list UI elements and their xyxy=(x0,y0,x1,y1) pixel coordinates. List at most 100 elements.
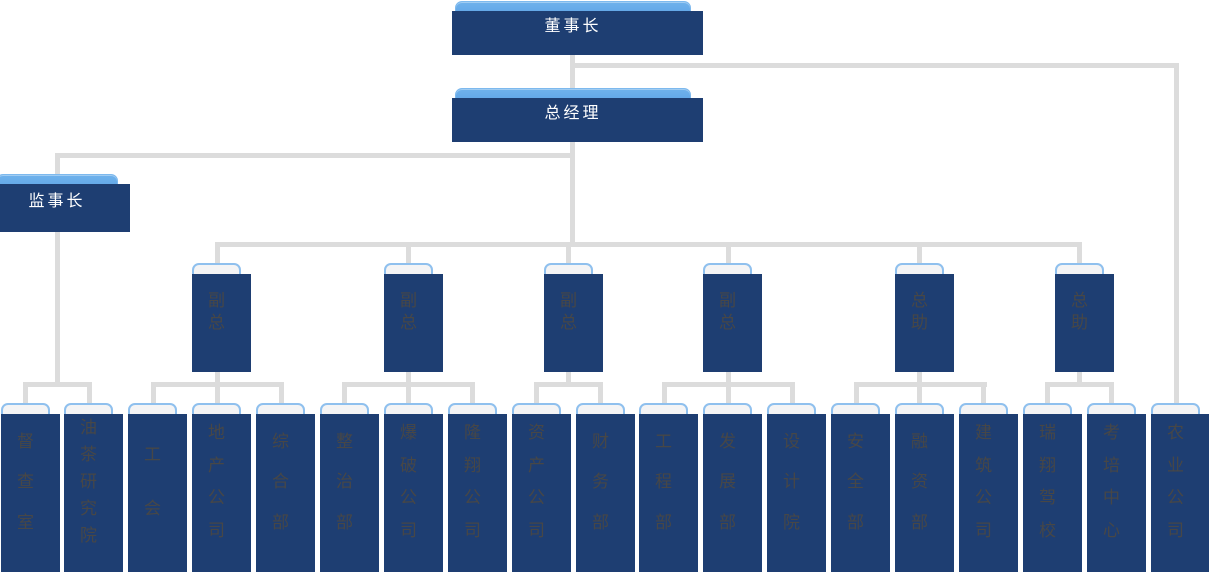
connector-line xyxy=(470,384,475,404)
connector-line xyxy=(23,384,28,404)
card-label-char: 副 xyxy=(560,291,577,311)
connector-line xyxy=(570,133,575,246)
card-label-char: 油 xyxy=(80,418,97,438)
general-manager-label: 总经理 xyxy=(544,102,602,122)
card-label-char: 治 xyxy=(336,472,353,492)
card-label-char: 查 xyxy=(17,472,34,492)
card-label-char: 安 xyxy=(847,431,864,452)
card-label-char: 司 xyxy=(464,520,481,541)
connector-line xyxy=(1174,65,1179,404)
connector-line xyxy=(570,63,1179,68)
card-label-char: 总 xyxy=(560,313,577,333)
card-label-char: 助 xyxy=(1071,313,1088,333)
card-label-char: 考 xyxy=(1103,423,1120,444)
card-label-char: 产 xyxy=(528,455,545,476)
card-label-char: 会 xyxy=(144,499,161,519)
connector-line xyxy=(215,242,1082,247)
card-label-char: 瑞 xyxy=(1039,423,1056,444)
card-label-char: 公 xyxy=(464,488,481,509)
card-label-char: 总 xyxy=(208,313,225,333)
card-label-char: 督 xyxy=(17,431,34,452)
card-label-char: 院 xyxy=(80,526,97,546)
card-label-char: 地 xyxy=(208,423,225,444)
department-box: 安全部 xyxy=(831,403,890,572)
card-label-char: 资 xyxy=(911,472,928,492)
connector-line xyxy=(790,384,795,404)
department-box: 发展部 xyxy=(703,403,762,572)
card-label-char: 部 xyxy=(336,512,353,533)
card-label-char: 业 xyxy=(1167,455,1184,476)
card-label-char: 产 xyxy=(208,455,225,476)
card-label-char: 综 xyxy=(272,431,289,452)
connector-line xyxy=(1109,384,1114,404)
card-label-char: 心 xyxy=(1103,520,1120,541)
connector-line xyxy=(662,384,667,404)
connector-line xyxy=(406,244,411,264)
connector-line xyxy=(1045,384,1050,404)
card-label-char: 整 xyxy=(336,431,353,452)
connector-line xyxy=(726,361,731,386)
department-box: 考培中心 xyxy=(1087,403,1146,572)
connector-line xyxy=(87,384,92,404)
department-box: 工程部 xyxy=(639,403,698,572)
connector-line xyxy=(215,361,220,386)
connector-line xyxy=(55,153,575,158)
connector-line xyxy=(406,384,411,404)
department-box: 财务部 xyxy=(576,403,635,572)
card-label-char: 资 xyxy=(528,423,545,444)
card-label-char: 公 xyxy=(208,488,225,509)
card-label-char: 司 xyxy=(1167,520,1184,541)
card-label-char: 培 xyxy=(1103,455,1120,476)
card-label-char: 司 xyxy=(400,520,417,541)
connector-line xyxy=(534,382,603,387)
card-label-char: 公 xyxy=(528,488,545,509)
card-label-char: 建 xyxy=(975,423,992,444)
department-box: 农业公司 xyxy=(1151,403,1209,572)
connector-line xyxy=(151,384,156,404)
connector-line xyxy=(23,382,92,387)
manager-box: 副总 xyxy=(703,263,762,372)
card-label-char: 院 xyxy=(783,512,800,533)
connector-line xyxy=(598,384,603,404)
connector-line xyxy=(1077,244,1082,264)
chairman-label: 董事长 xyxy=(544,15,602,35)
connector-line xyxy=(726,244,731,264)
card-label-char: 司 xyxy=(528,520,545,541)
connector-line xyxy=(534,384,539,404)
card-label-char: 驾 xyxy=(1039,488,1056,509)
card-label-char: 工 xyxy=(655,431,672,452)
card-label-char: 隆 xyxy=(464,423,481,444)
card-label-char: 融 xyxy=(911,431,928,452)
card-label-char: 总 xyxy=(911,291,928,311)
card-label-char: 务 xyxy=(592,472,609,492)
card-label-char: 助 xyxy=(911,313,928,333)
card-label-char: 全 xyxy=(847,472,864,492)
card-label-char: 副 xyxy=(719,291,736,311)
department-box: 隆翔公司 xyxy=(448,403,507,572)
card-label-char: 总 xyxy=(719,313,736,333)
card-label-char: 部 xyxy=(719,512,736,533)
card-label-char: 公 xyxy=(975,488,992,509)
card-label-char: 部 xyxy=(272,512,289,533)
manager-box: 总助 xyxy=(895,263,954,372)
supervisor-label: 监事长 xyxy=(28,190,86,210)
card-label-char: 公 xyxy=(1167,488,1184,509)
card-label-char: 中 xyxy=(1103,488,1120,509)
card-label-char: 总 xyxy=(1071,291,1088,311)
card-label-char: 破 xyxy=(400,455,417,476)
card-label-char: 发 xyxy=(719,431,736,452)
card-label-char: 程 xyxy=(655,472,672,492)
connector-line xyxy=(854,384,859,404)
department-box: 油茶研究院 xyxy=(64,403,123,572)
connector-line xyxy=(981,384,986,404)
card-label-char: 设 xyxy=(783,431,800,452)
card-label-char: 展 xyxy=(719,472,736,492)
connector-line xyxy=(215,244,220,264)
card-label-char: 筑 xyxy=(975,455,992,476)
department-box: 工会 xyxy=(128,403,187,572)
card-label-char: 室 xyxy=(17,512,34,533)
connector-line xyxy=(566,244,571,264)
connector-line xyxy=(215,384,220,404)
department-box: 资产公司 xyxy=(512,403,571,572)
